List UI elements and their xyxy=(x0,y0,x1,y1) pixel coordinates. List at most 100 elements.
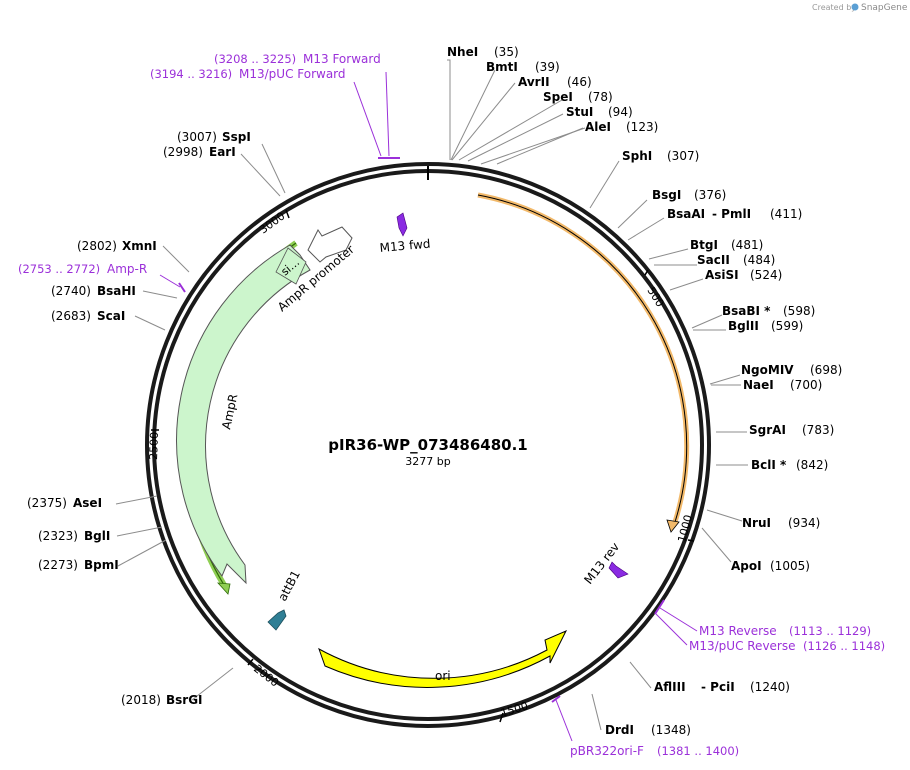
primer-bar xyxy=(178,282,186,293)
snapgene-credit: Created by SnapGene xyxy=(812,3,908,13)
primer-name: M13 Forward xyxy=(303,52,381,66)
primer-name: pBR322ori-F xyxy=(570,744,644,758)
site-position: (783) xyxy=(802,423,834,437)
site-name: BclI * xyxy=(751,458,787,472)
primer-bar xyxy=(551,695,561,703)
feature-label-m13-rev: M13 rev xyxy=(581,540,622,587)
site-position: (484) xyxy=(743,253,775,267)
primer-leader xyxy=(385,71,390,157)
plasmid-name: pIR36-WP_073486480.1 xyxy=(328,436,527,454)
site-name: NheI xyxy=(447,45,478,59)
primer-leader xyxy=(353,81,382,157)
site-position: (2375) xyxy=(27,496,67,510)
site-position: (1240) xyxy=(750,680,790,694)
site-position: (934) xyxy=(788,516,820,530)
primer-range: (3194 .. 3216) xyxy=(150,67,232,81)
tick-mark xyxy=(285,209,290,219)
site-name: BsrGI xyxy=(166,693,203,707)
plasmid-length: 3277 bp xyxy=(405,455,450,468)
site-name: NaeI xyxy=(743,378,774,392)
site-position: (46) xyxy=(567,75,592,89)
site-position: (700) xyxy=(790,378,822,392)
site-position: (599) xyxy=(771,319,803,333)
site-name: NruI xyxy=(742,516,771,530)
site-position: (842) xyxy=(796,458,828,472)
site-leaders xyxy=(115,59,748,731)
primer-leader xyxy=(659,607,698,632)
site-position: (698) xyxy=(810,363,842,377)
site-name: StuI xyxy=(566,105,593,119)
site-position: (35) xyxy=(494,45,519,59)
primer-leader xyxy=(159,274,181,288)
feature-signal-sequence: si… xyxy=(275,247,307,285)
site-name: DrdI xyxy=(605,723,634,737)
site-name: BtgI xyxy=(690,238,718,252)
site-position: (1005) xyxy=(770,559,810,573)
site-name: ScaI xyxy=(97,309,125,323)
primer-name: M13/pUC Forward xyxy=(239,67,346,81)
primer-range: (1381 .. 1400) xyxy=(657,744,739,758)
primer-bar xyxy=(654,599,665,615)
site-name: BsaHI xyxy=(97,284,136,298)
site-position: (2802) xyxy=(77,239,117,253)
feature-ori: ori xyxy=(318,630,568,688)
primer-range: (1126 .. 1148) xyxy=(803,639,885,653)
site-name-alt: - PciI xyxy=(701,680,735,694)
tick-mark xyxy=(687,539,695,542)
snapgene-logo-icon xyxy=(851,3,859,11)
site-position: (2323) xyxy=(38,529,78,543)
site-position: (307) xyxy=(667,149,699,163)
primers: (3208 .. 3225) M13 Forward (3194 .. 3216… xyxy=(18,52,885,758)
site-position: (2740) xyxy=(51,284,91,298)
site-name: AflIII xyxy=(654,680,686,694)
site-name: AvrII xyxy=(518,75,550,89)
site-position: (39) xyxy=(535,60,560,74)
site-name: BsaBI * xyxy=(722,304,771,318)
site-name: AseI xyxy=(73,496,102,510)
site-name: ApoI xyxy=(731,559,762,573)
primer-name: Amp-R xyxy=(107,262,147,276)
site-position: (2018) xyxy=(121,693,161,707)
tick-mark xyxy=(644,269,649,276)
site-name: SgrAI xyxy=(749,423,786,437)
site-name: BglI xyxy=(84,529,110,543)
site-position: (2273) xyxy=(38,558,78,572)
feature-m13-fwd: M13 fwd xyxy=(379,212,431,255)
site-name: NgoMIV xyxy=(741,363,794,377)
site-position: (94) xyxy=(608,105,633,119)
site-position: (123) xyxy=(626,120,658,134)
primer-range: (1113 .. 1129) xyxy=(789,624,871,638)
site-position: (1348) xyxy=(651,723,691,737)
arrow-head xyxy=(217,582,231,595)
site-name: BmtI xyxy=(486,60,518,74)
feature-label-attb1: attB1 xyxy=(275,568,303,603)
primer-name: M13 Reverse xyxy=(699,624,777,638)
primer-leader xyxy=(655,613,688,646)
site-name: SphI xyxy=(622,149,652,163)
tick-mark xyxy=(247,658,254,666)
primer-leader xyxy=(555,699,573,742)
primer-name: M13/pUC Reverse xyxy=(689,639,796,653)
feature-orange-arc xyxy=(477,192,690,533)
primer-range: (3208 .. 3225) xyxy=(214,52,296,66)
site-name: SacII xyxy=(697,253,730,267)
restriction-sites: NheI (35) BmtI (39) AvrII (46) SpeI (78)… xyxy=(27,45,842,737)
site-position: (78) xyxy=(588,90,613,104)
feature-attb1: attB1 xyxy=(267,568,303,631)
site-name: EarI xyxy=(209,145,236,159)
site-name: XmnI xyxy=(122,239,157,253)
site-name: BpmI xyxy=(84,558,119,572)
feature-label-ampr: AmpR xyxy=(219,393,240,431)
site-name: SpeI xyxy=(543,90,573,104)
tick-label-1500: 1500 xyxy=(499,699,530,720)
site-name-alt: - PmlI xyxy=(712,207,751,221)
site-position: (2998) xyxy=(163,145,203,159)
tick-mark xyxy=(499,712,504,723)
site-position: (524) xyxy=(750,268,782,282)
feature-label-m13-fwd: M13 fwd xyxy=(379,237,431,255)
plasmid-center: pIR36-WP_073486480.1 3277 bp xyxy=(328,436,527,468)
primer-range: (2753 .. 2772) xyxy=(18,262,100,276)
tick-label-2500: 2500 xyxy=(147,432,161,460)
site-position: (481) xyxy=(731,238,763,252)
site-position: (411) xyxy=(770,207,802,221)
